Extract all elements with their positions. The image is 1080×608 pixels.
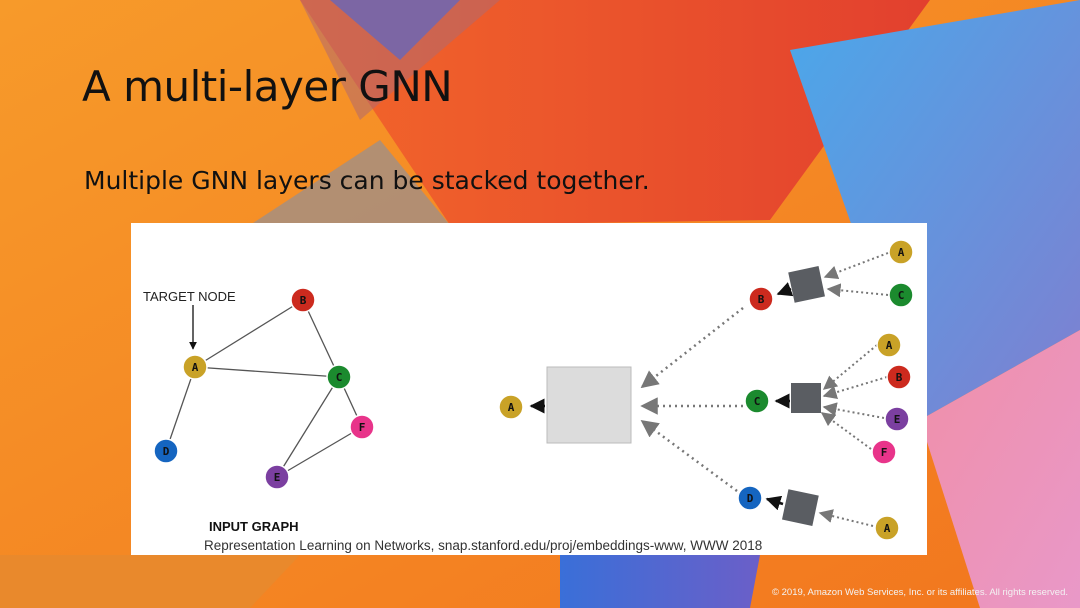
figure-citation: Representation Learning on Networks, sna… [204, 538, 763, 553]
svg-text:D: D [747, 492, 754, 505]
aggregator-box-d [782, 489, 819, 526]
layer2-node-a-2: A [876, 332, 902, 358]
svg-text:A: A [508, 401, 515, 414]
gnn-diagram: A B C D E F [153, 239, 914, 541]
input-graph-edges [165, 299, 363, 478]
input-node-f: F [349, 414, 375, 440]
svg-text:E: E [894, 413, 901, 426]
copyright-notice: © 2019, Amazon Web Services, Inc. or its… [771, 587, 1068, 598]
gnn-figure: A B C D E F [131, 223, 927, 555]
layer2-node-a-1: A [888, 239, 914, 265]
input-node-c: C [326, 364, 352, 390]
layer2-node-b: B [886, 364, 912, 390]
target-node-label: TARGET NODE [143, 289, 236, 304]
aggregator-output-arrows [529, 282, 794, 511]
root-node-a: A [498, 394, 524, 420]
aggregator-box-a [546, 366, 632, 444]
svg-text:A: A [884, 522, 891, 535]
edge-a-b [194, 299, 304, 368]
edge-e-f [276, 426, 363, 478]
layer2-node-f: F [871, 439, 897, 465]
svg-text:B: B [300, 294, 307, 307]
layer2-node-a-3: A [874, 515, 900, 541]
svg-text:F: F [881, 446, 888, 459]
svg-text:A: A [886, 339, 893, 352]
aggregator-box-c [791, 383, 821, 413]
slide-title: A multi-layer GNN [82, 62, 453, 111]
edge-b-c [302, 299, 340, 378]
edge-a-d [165, 366, 196, 452]
layer1-node-d: D [737, 485, 763, 511]
slide-subtitle: Multiple GNN layers can be stacked toget… [84, 166, 650, 195]
input-graph-label: INPUT GRAPH [209, 519, 299, 534]
svg-text:A: A [192, 361, 199, 374]
small-aggregators [782, 266, 825, 526]
svg-text:C: C [898, 289, 905, 302]
edge-a-c [194, 366, 340, 378]
svg-text:C: C [336, 371, 343, 384]
svg-text:F: F [359, 421, 366, 434]
aggregator-box-b [788, 266, 825, 303]
layer1-dotted-edges [640, 307, 744, 493]
layer1-node-b: B [748, 286, 774, 312]
svg-text:D: D [163, 445, 170, 458]
layer2-dotted-edges [818, 252, 889, 527]
svg-text:C: C [754, 395, 761, 408]
input-node-a: A [182, 354, 208, 380]
edge-c-e [276, 376, 340, 478]
input-graph-nodes: A B C D E F [153, 287, 375, 490]
input-node-b: B [290, 287, 316, 313]
layer1-node-c: C [744, 388, 770, 414]
svg-text:A: A [898, 246, 905, 259]
svg-text:E: E [274, 471, 281, 484]
svg-text:B: B [896, 371, 903, 384]
computation-graph-nodes: A B C D A C A B E F A [498, 239, 914, 541]
input-node-d: D [153, 438, 179, 464]
layer2-node-c-1: C [888, 282, 914, 308]
input-node-e: E [264, 464, 290, 490]
svg-text:B: B [758, 293, 765, 306]
layer2-node-e: E [884, 406, 910, 432]
